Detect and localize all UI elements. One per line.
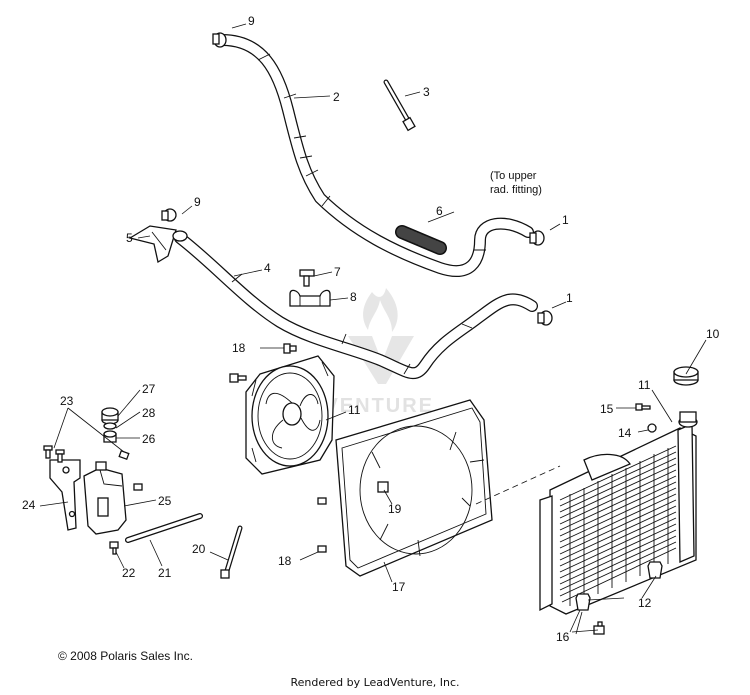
callout-6: 6: [436, 204, 443, 218]
callout-3: 3: [423, 85, 430, 99]
hose-fitting-small[interactable]: [109, 541, 119, 555]
radiator-cap[interactable]: [673, 366, 699, 386]
reservoir-bracket[interactable]: [49, 459, 81, 531]
hose-fitting[interactable]: [128, 225, 188, 264]
hose-sleeve[interactable]: [395, 225, 447, 255]
reservoir-cap[interactable]: [101, 407, 119, 425]
radiator[interactable]: [539, 411, 698, 615]
callout-5: 5: [126, 231, 133, 245]
temperature-sensor[interactable]: [593, 621, 605, 635]
callout-7: 7: [334, 265, 341, 279]
callout-13: 11: [348, 403, 361, 417]
copyright-notice: © 2008 Polaris Sales Inc.: [58, 649, 193, 663]
callout-1: 1: [562, 213, 569, 227]
screw[interactable]: [55, 449, 65, 463]
screw[interactable]: [43, 445, 53, 459]
callout-18: 18: [232, 341, 246, 355]
callout-4: 4: [264, 261, 271, 275]
upper-hose[interactable]: [216, 34, 534, 278]
bolt[interactable]: [283, 343, 297, 354]
hose-clamp[interactable]: [161, 208, 177, 222]
bolt[interactable]: [635, 403, 651, 411]
hose-bracket[interactable]: [289, 289, 331, 307]
lower-hose[interactable]: [174, 232, 538, 380]
screw[interactable]: [118, 449, 130, 461]
callout-labels: 9 2 3 9 5 6 1 4 7 8 1 18 11 10 11 11: [126, 14, 720, 417]
coolant-reservoir[interactable]: [83, 461, 143, 535]
rubber-grommet[interactable]: [647, 561, 663, 579]
rendered-by-credit: Rendered by LeadVenture, Inc.: [290, 676, 460, 689]
callout-8: 8: [350, 290, 357, 304]
bolt[interactable]: [299, 269, 315, 287]
callout-1: 1: [566, 291, 573, 305]
reservoir-neck[interactable]: [103, 430, 117, 443]
fan-shroud[interactable]: [317, 399, 493, 577]
alignment-guide: [475, 465, 561, 505]
hose-clamp[interactable]: [529, 230, 545, 246]
hose-clamp[interactable]: [537, 310, 553, 326]
bolt[interactable]: [229, 373, 247, 383]
callout-10: 10: [706, 327, 720, 341]
callout-9: 9: [248, 14, 255, 28]
leader-lines: [39, 23, 707, 635]
rubber-grommet[interactable]: [575, 593, 591, 611]
radiator-core: [559, 445, 677, 606]
cooling-fan[interactable]: [245, 355, 335, 475]
washer[interactable]: [647, 423, 657, 433]
seal-ring[interactable]: [103, 422, 117, 430]
callout-2: 2: [333, 90, 340, 104]
callout-9: 9: [194, 195, 201, 209]
overflow-hose[interactable]: [125, 513, 203, 543]
cable-tie[interactable]: [383, 79, 416, 132]
cable-tie[interactable]: [220, 525, 243, 579]
hose-clamp[interactable]: [212, 32, 227, 48]
